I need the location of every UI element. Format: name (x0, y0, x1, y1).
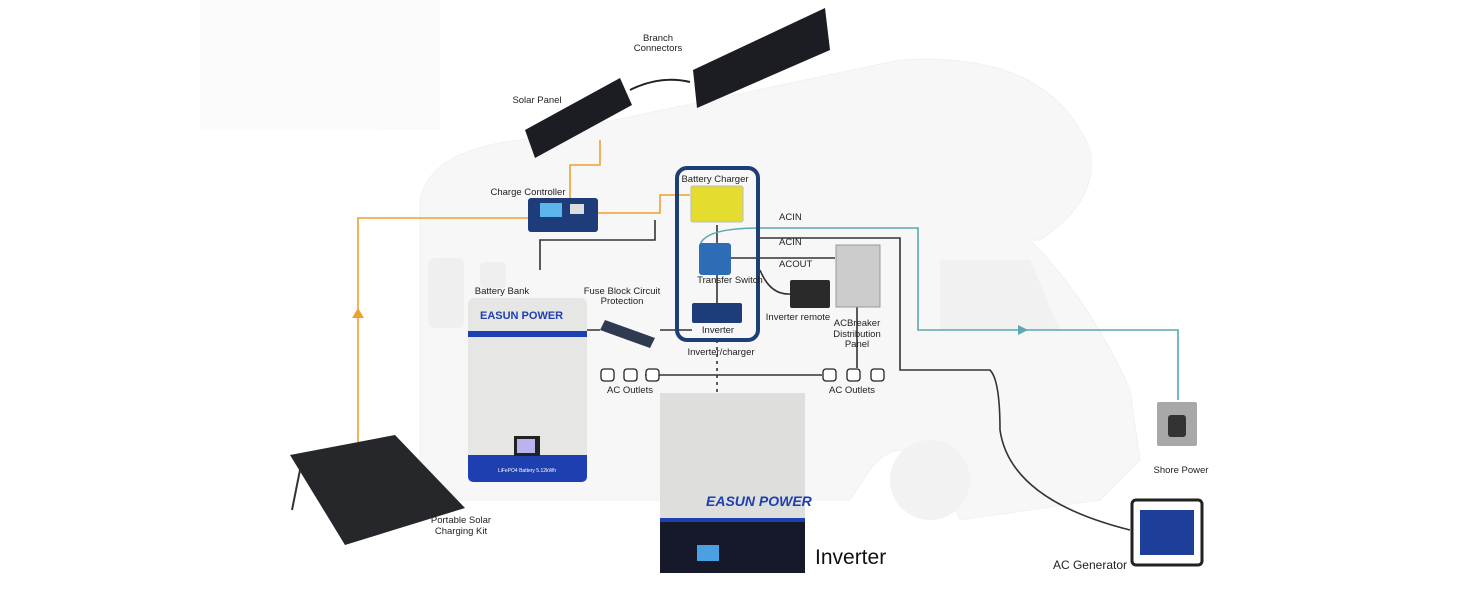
label-inverter-small: Inverter (702, 325, 734, 336)
label-fuse-block-1: Fuse Block Circuit (584, 286, 661, 297)
label-transfer-switch: Transfer Switch (697, 275, 763, 286)
battery-charger (690, 185, 744, 223)
label-inverter-charger: Inverter/charger (687, 347, 754, 358)
label-inverter-big: Inverter (815, 546, 886, 569)
label-charge-controller: Charge Controller (491, 187, 566, 198)
solar-panel-right (693, 8, 830, 108)
wiring (357, 140, 1179, 531)
label-portable-solar-2: Charging Kit (435, 526, 488, 537)
portable-solar-kit (290, 435, 465, 545)
arrow-icon (352, 308, 364, 318)
branch-connector-cable (629, 78, 691, 91)
inverter-charger-frame (675, 166, 760, 342)
label-branch-connectors-2: Connectors (634, 43, 683, 54)
battery-brand: EASUN POWER (480, 310, 563, 322)
label-ac-generator: AC Generator (1053, 558, 1127, 572)
battery-bank: EASUN POWER LiFePO4 Battery 5.12kWh (468, 298, 587, 482)
inverter-brand: EASUN POWER (706, 493, 813, 509)
label-acbreaker-2: Distribution (833, 329, 881, 340)
label-fuse-block-2: Protection (601, 296, 644, 307)
inverter-remote (790, 280, 830, 308)
label-acbreaker-3: Panel (845, 339, 869, 350)
label-battery-bank: Battery Bank (475, 286, 530, 297)
battery-model: LiFePO4 Battery 5.12kWh (498, 468, 556, 474)
ac-outlets-left (600, 368, 660, 382)
label-acin-1: ACIN (779, 212, 802, 223)
shore-power-box (1157, 402, 1197, 446)
ac-outlets-right (822, 368, 885, 382)
inverter-module (692, 303, 742, 323)
transfer-switch-icon (699, 243, 731, 275)
label-inverter-remote: Inverter remote (766, 312, 830, 323)
label-shore-power: Shore Power (1154, 465, 1209, 476)
label-battery-charger: Battery Charger (681, 174, 748, 185)
rv-background (200, 0, 1141, 521)
label-ac-outlets-left: AC Outlets (607, 385, 653, 396)
inverter-unit: EASUN POWER (660, 393, 813, 573)
label-solar-panel: Solar Panel (512, 95, 561, 106)
label-acin-2: ACIN (779, 237, 802, 248)
fuse-block (600, 320, 655, 348)
ac-generator (1130, 498, 1204, 567)
arrow-icon (1018, 325, 1028, 335)
label-acout: ACOUT (779, 259, 812, 270)
label-acbreaker-1: ACBreaker (834, 318, 880, 329)
label-ac-outlets-right: AC Outlets (829, 385, 875, 396)
solar-panel-left (525, 78, 632, 158)
label-branch-connectors-1: Branch (643, 33, 673, 44)
charge-controller (528, 198, 598, 232)
label-portable-solar-1: Portable Solar (431, 515, 491, 526)
ac-breaker-panel (835, 244, 881, 308)
